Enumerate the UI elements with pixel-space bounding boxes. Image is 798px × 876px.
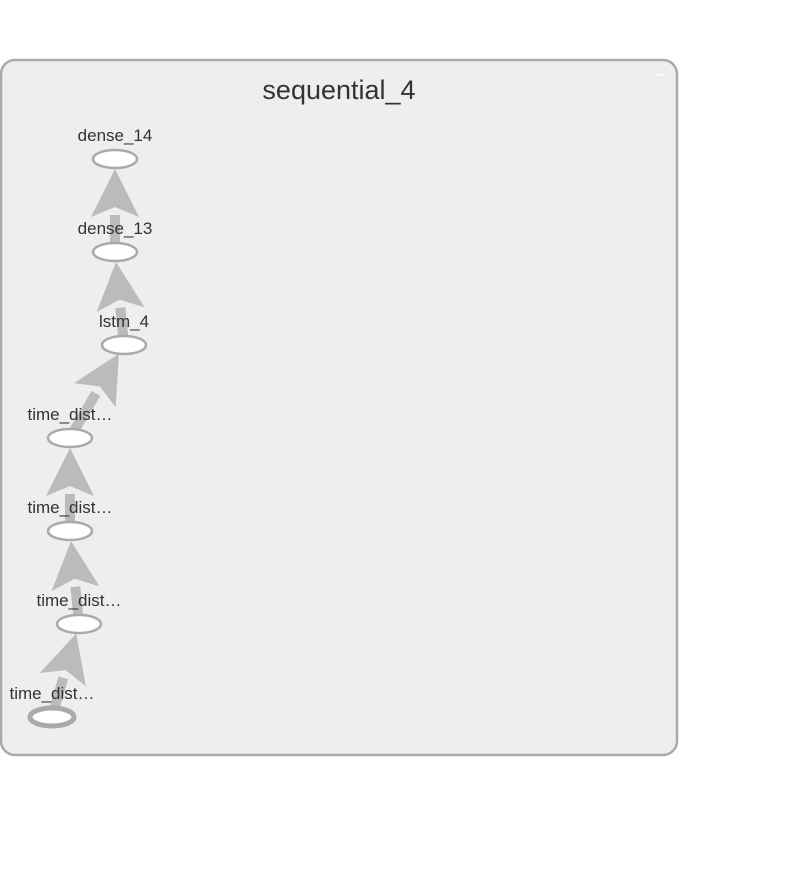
node-ellipse[interactable]: [27, 705, 77, 729]
node-ellipse[interactable]: [46, 427, 94, 449]
nodes-layer: dense_14 dense_13 lstm_4 time_dist… time_dis…: [9, 126, 153, 729]
node-label: time_dist…: [27, 405, 112, 424]
node-ellipse[interactable]: [46, 520, 94, 542]
edge-arrowhead: [74, 353, 119, 408]
node-label: dense_14: [78, 126, 153, 145]
node-td_d[interactable]: time_dist…: [9, 684, 95, 729]
node-dense_14[interactable]: dense_14: [78, 126, 153, 170]
edge-arrowhead: [96, 261, 145, 313]
edges-layer: [39, 169, 145, 715]
node-label: dense_13: [78, 219, 153, 238]
node-td_b[interactable]: time_dist…: [27, 498, 113, 542]
group-sequential-4[interactable]: sequential_4 −: [0, 58, 679, 757]
node-ellipse[interactable]: [55, 613, 103, 635]
edge-arrowhead: [91, 169, 139, 217]
node-td_c[interactable]: time_dist…: [36, 591, 122, 635]
edge-arrowhead: [51, 540, 100, 592]
node-ellipse[interactable]: [91, 241, 139, 263]
node-td_a[interactable]: time_dist…: [27, 405, 113, 449]
edge-td_a-to-lstm_4: [67, 353, 119, 438]
node-label: lstm_4: [99, 312, 149, 331]
node-dense_13[interactable]: dense_13: [78, 219, 153, 263]
node-label: time_dist…: [9, 684, 94, 703]
node-ellipse[interactable]: [100, 334, 148, 356]
edge-shaft: [67, 390, 101, 438]
node-label: time_dist…: [27, 498, 112, 517]
collapse-button[interactable]: −: [654, 62, 667, 87]
edge-arrowhead: [46, 448, 94, 496]
node-label: time_dist…: [36, 591, 121, 610]
group-title: sequential_4: [262, 75, 415, 105]
node-ellipse[interactable]: [91, 148, 139, 170]
node-lstm_4[interactable]: lstm_4: [99, 312, 149, 356]
group-box[interactable]: [0, 58, 679, 757]
edge-arrowhead: [39, 633, 86, 687]
